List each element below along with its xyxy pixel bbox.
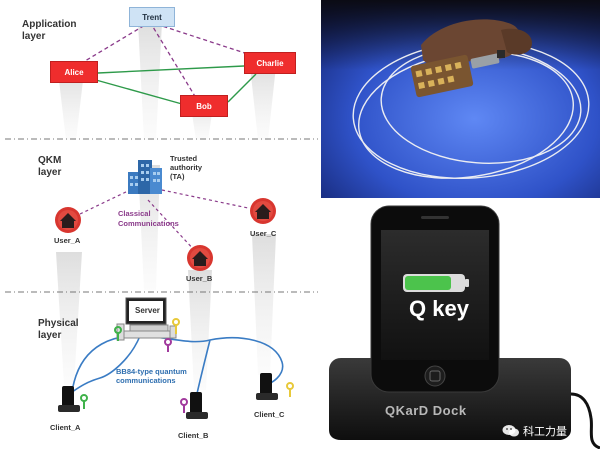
wechat-icon xyxy=(502,425,519,437)
watermark-text: 科工力量 xyxy=(523,426,567,438)
application-layer-label: Application layer xyxy=(22,19,77,42)
user-b-house-icon xyxy=(187,245,213,271)
client-a-device-icon xyxy=(58,386,80,412)
key-icons xyxy=(80,318,294,413)
client-c-device-icon xyxy=(256,373,278,400)
client-b-device-icon xyxy=(186,392,208,419)
client-c-label: Client_C xyxy=(254,410,285,419)
qkard-dock-photo: Q key QKarD Dock 科工力量 xyxy=(321,198,600,449)
physical-layer-label: Physical layer xyxy=(38,318,79,341)
quantum-device-photo xyxy=(321,0,600,198)
user-c-house-icon xyxy=(250,198,276,224)
classical-communications-label: Classical Communications xyxy=(118,209,179,228)
bob-node: Bob xyxy=(180,95,228,117)
charlie-node: Charlie xyxy=(244,52,296,74)
trusted-authority-label: Trusted authority (TA) xyxy=(170,154,203,181)
qkm-layer-label: QKM layer xyxy=(38,155,62,178)
alice-node: Alice xyxy=(50,61,98,83)
classical-links xyxy=(79,189,249,253)
server-label: Server xyxy=(135,306,160,315)
server-icon xyxy=(116,297,177,341)
user-c-label: User_C xyxy=(250,229,277,238)
user-b-label: User_B xyxy=(186,274,213,283)
client-b-label: Client_B xyxy=(178,431,209,440)
trent-links xyxy=(79,21,261,99)
bb84-label: BB84-type quantum communications xyxy=(116,367,187,385)
dock-label: QKarD Dock xyxy=(385,403,467,418)
screen-q-key-text: Q key xyxy=(409,296,469,321)
architecture-diagram xyxy=(5,21,318,419)
peer-links xyxy=(95,65,257,105)
trusted-authority-icon xyxy=(128,160,162,194)
user-a-house-icon xyxy=(55,207,81,233)
user-a-label: User_A xyxy=(54,236,81,245)
client-a-label: Client_A xyxy=(50,423,81,432)
vertical-beams xyxy=(56,22,276,390)
trent-node: Trent xyxy=(129,7,175,27)
